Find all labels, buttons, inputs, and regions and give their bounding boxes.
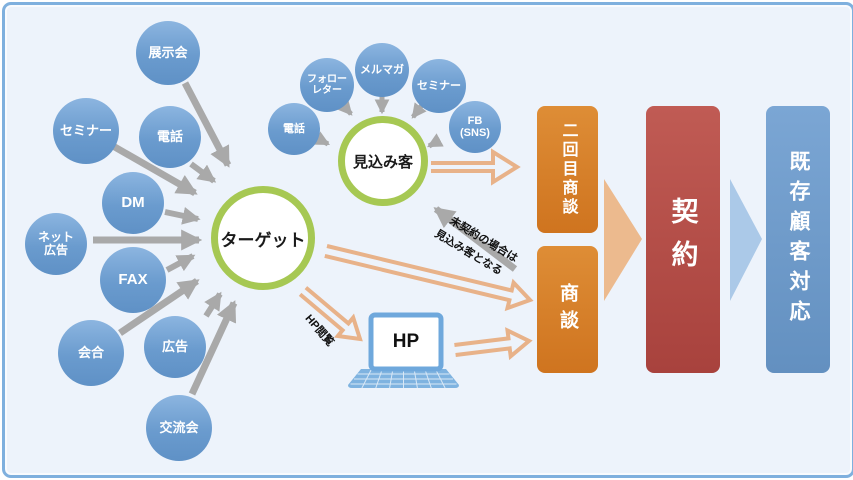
source-circle-fax: FAX xyxy=(100,247,166,313)
source-circle-net-ad: ネット 広告 xyxy=(25,213,87,275)
source-circle-seminar: セミナー xyxy=(53,98,119,164)
arrow-exhibition-to-target xyxy=(181,81,232,168)
arrow-fax-to-target xyxy=(165,253,196,273)
stage-meeting: 商談 xyxy=(537,246,598,373)
stage-second-meeting: 二回目商談 xyxy=(537,106,598,233)
source-arrows xyxy=(93,81,238,396)
channel-circle-seminar: セミナー xyxy=(412,59,466,113)
source-circle-networking: 交流会 xyxy=(146,395,212,461)
arrow-target-to-meeting xyxy=(324,244,534,312)
source-circle-exhibition: 展示会 xyxy=(136,21,200,85)
source-circle-meeting: 会合 xyxy=(58,320,124,386)
chevron-orange xyxy=(604,179,642,301)
channel-circle-phone: 電話 xyxy=(268,103,320,155)
target-circle: ターゲット xyxy=(211,186,315,290)
arrow-networking-to-target xyxy=(188,300,238,396)
channel-circle-follow-letter: フォロー レター xyxy=(300,58,354,112)
chevron-blue xyxy=(730,179,762,301)
arrow-return-to-prospect xyxy=(433,206,518,272)
arrow-target-to-hp xyxy=(298,286,363,342)
arrow-meeting-to-target xyxy=(118,278,200,336)
arrow-prospect-to-second-meeting xyxy=(431,148,521,186)
laptop-screen xyxy=(368,312,444,372)
stage-existing-customer: 既存顧客対応 xyxy=(766,106,830,373)
channel-circle-mailmag: メルマガ xyxy=(355,43,409,97)
source-circle-phone: 電話 xyxy=(139,106,201,168)
laptop-icon xyxy=(348,312,459,389)
orange-arrows xyxy=(298,148,534,361)
source-circle-ad: 広告 xyxy=(144,316,206,378)
arrow-hp-to-meeting xyxy=(454,327,533,361)
hp-screen-label: HP xyxy=(392,331,420,352)
arrow-dm-to-target xyxy=(164,207,201,225)
prospect-circle: 見込み客 xyxy=(338,116,428,206)
arrow-fb-to-prospect xyxy=(427,133,444,149)
arrow-phone-to-target xyxy=(189,161,217,184)
arrow-seminar2-to-prospect xyxy=(411,102,427,119)
source-circle-dm: DM xyxy=(102,172,164,234)
stage-contract: 契約 xyxy=(646,106,720,373)
arrow-seminar-to-target xyxy=(111,142,198,197)
arrow-ad-to-target xyxy=(203,291,223,318)
arrow-layer xyxy=(93,81,762,396)
channel-circle-fb-sns: FB (SNS) xyxy=(449,101,501,153)
